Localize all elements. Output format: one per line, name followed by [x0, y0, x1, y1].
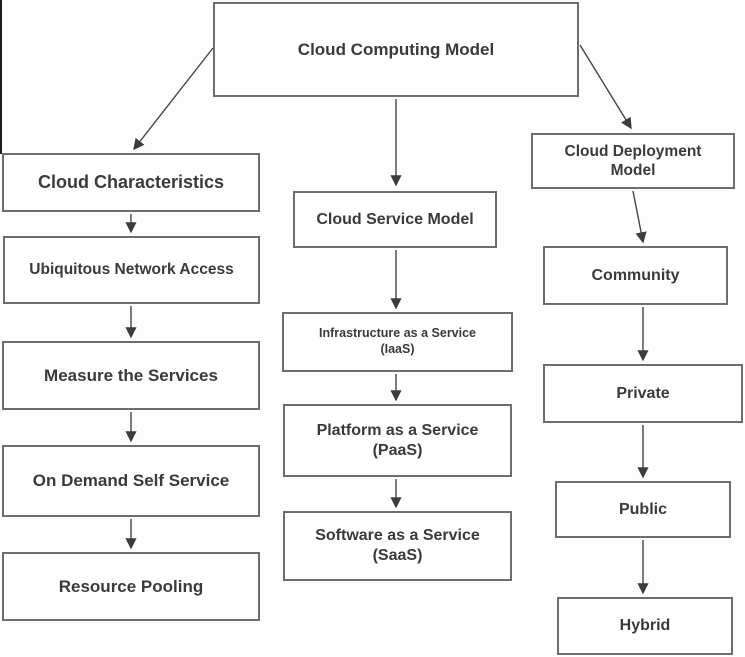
node-saas: Software as a Service (SaaS) — [283, 511, 512, 581]
node-measure-the-services: Measure the Services — [2, 341, 260, 410]
node-on-demand-self-service: On Demand Self Service — [2, 445, 260, 517]
node-cloud-deployment-model: Cloud Deployment Model — [531, 133, 735, 189]
node-hybrid: Hybrid — [557, 597, 733, 655]
node-label-line2: Model — [610, 162, 656, 179]
node-label: Cloud Computing Model — [297, 39, 495, 59]
node-label: On Demand Self Service — [32, 471, 230, 491]
scan-edge-line — [0, 0, 2, 154]
node-iaas: Infrastructure as a Service (IaaS) — [282, 312, 513, 372]
node-label: Ubiquitous Network Access — [29, 261, 234, 279]
node-label: Private — [616, 384, 670, 402]
node-label: Public — [618, 500, 667, 518]
connector-arrow-root-to-characteristics — [133, 47, 214, 151]
node-paas: Platform as a Service (PaaS) — [283, 404, 512, 477]
node-label-line2: (SaaS) — [372, 547, 423, 564]
node-label-line1: Cloud Deployment — [564, 142, 702, 160]
node-label: Hybrid — [619, 617, 671, 634]
node-ubiquitous-network-access: Ubiquitous Network Access — [3, 236, 260, 304]
node-resource-pooling: Resource Pooling — [2, 552, 260, 621]
node-cloud-characteristics: Cloud Characteristics — [2, 153, 260, 212]
node-label: Measure the Services — [44, 365, 218, 385]
node-label-line1: Infrastructure as a Service — [318, 326, 477, 341]
node-label: Cloud Service Model — [316, 210, 474, 228]
connector-arrow-dep-1 — [632, 190, 647, 244]
node-private: Private — [543, 364, 743, 423]
node-label-line1: Software as a Service — [315, 527, 480, 544]
node-cloud-service-model: Cloud Service Model — [293, 191, 497, 248]
connector-arrow-root-to-deployment — [579, 44, 632, 130]
node-label: Cloud Characteristics — [37, 172, 225, 193]
node-community: Community — [543, 246, 728, 305]
node-label-line2: (PaaS) — [372, 441, 423, 459]
node-label-line1: Platform as a Service — [316, 421, 479, 439]
node-label: Resource Pooling — [58, 576, 204, 596]
node-public: Public — [555, 481, 731, 538]
node-label: Community — [591, 266, 680, 284]
node-cloud-computing-model: Cloud Computing Model — [213, 2, 579, 97]
node-label-line2: (IaaS) — [380, 342, 415, 356]
